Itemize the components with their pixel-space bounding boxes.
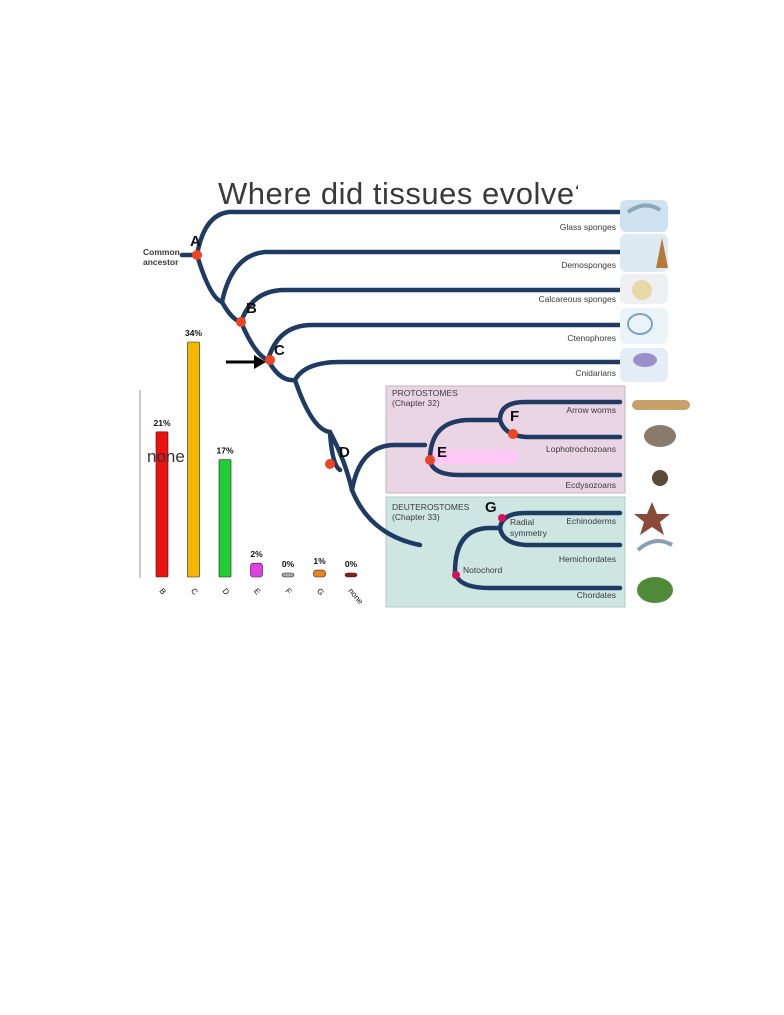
taxon-lopho: Lophotrochozoans <box>546 444 616 454</box>
deuterostomes-chapter: (Chapter 33) <box>392 512 440 522</box>
bar-label-D: 17% <box>216 446 233 456</box>
taxon-ecdy: Ecdysozoans <box>565 480 616 490</box>
node-notochord <box>452 571 460 579</box>
taxon-chord: Chordates <box>577 590 616 600</box>
bar-C <box>188 342 200 577</box>
node-letter-D: D <box>339 444 350 461</box>
organism-images <box>620 200 690 603</box>
node-letter-B: B <box>246 300 257 317</box>
taxon-cteno: Ctenophores <box>567 333 616 343</box>
bar-category-F: F <box>283 587 293 597</box>
taxon-echino: Echinoderms <box>566 516 616 526</box>
sea-star-icon <box>634 502 670 535</box>
none-overlay-text: none <box>147 447 185 467</box>
taxon-cnid: Cnidarians <box>575 368 616 378</box>
bar-label-E: 2% <box>250 549 263 559</box>
branch-cnid <box>268 360 620 380</box>
branch-D <box>295 380 352 490</box>
protostomes-chapter: (Chapter 32) <box>392 398 440 408</box>
node-letter-F: F <box>510 408 519 425</box>
taxon-demo: Demosponges <box>561 260 616 270</box>
trait-notochord: Notochord <box>463 565 502 575</box>
bar-category-B: B <box>157 587 167 597</box>
node-B <box>236 317 246 327</box>
protostomes-label: PROTOSTOMES <box>392 388 458 398</box>
bar-category-C: C <box>189 587 200 597</box>
node-F <box>508 429 518 439</box>
bar-label-B: 21% <box>153 418 170 428</box>
bar-E <box>251 563 263 577</box>
hemichordate-icon <box>638 541 672 550</box>
node-letter-E: E <box>437 444 447 461</box>
node-A <box>192 250 202 260</box>
bar-category-G: G <box>315 587 326 598</box>
calcareous-icon <box>632 280 652 300</box>
bar-F <box>282 573 294 577</box>
bar-category-D: D <box>220 587 231 597</box>
frog-icon <box>637 577 673 603</box>
taxon-arrow: Arrow worms <box>566 405 616 415</box>
ecdysozoan-icon <box>652 470 668 486</box>
node-letter-A: A <box>190 233 201 250</box>
lophotrochozoan-icon <box>644 425 676 447</box>
root-label-line2: ancestor <box>143 257 179 267</box>
branch-cteno <box>241 322 620 360</box>
node-letter-C: C <box>274 342 285 359</box>
bar-category-none: none <box>346 587 365 607</box>
node-G-radial <box>498 514 506 522</box>
node-E <box>425 455 435 465</box>
bar-label-none: 0% <box>345 559 358 569</box>
jellyfish-icon <box>633 353 657 367</box>
deuterostomes-label: DEUTEROSTOMES <box>392 502 470 512</box>
trait-radial-2: symmetry <box>510 528 548 538</box>
trait-radial-1: Radial <box>510 517 534 527</box>
bar-label-G: 1% <box>313 556 326 566</box>
bar-label-C: 34% <box>185 328 202 338</box>
taxon-glass: Glass sponges <box>560 222 616 232</box>
root-label-line1: Common <box>143 247 180 257</box>
bar-category-E: E <box>252 587 262 597</box>
node-letter-G: G <box>485 499 497 516</box>
taxon-calc: Calcareous sponges <box>539 294 617 304</box>
bar-D <box>219 460 231 578</box>
branch-glass <box>197 212 620 255</box>
arrow-worm-icon <box>632 400 690 410</box>
bar-G <box>314 570 326 577</box>
bar-label-F: 0% <box>282 559 295 569</box>
node-D <box>325 459 335 469</box>
taxon-hemi: Hemichordates <box>559 554 616 564</box>
bar-none <box>345 573 357 577</box>
